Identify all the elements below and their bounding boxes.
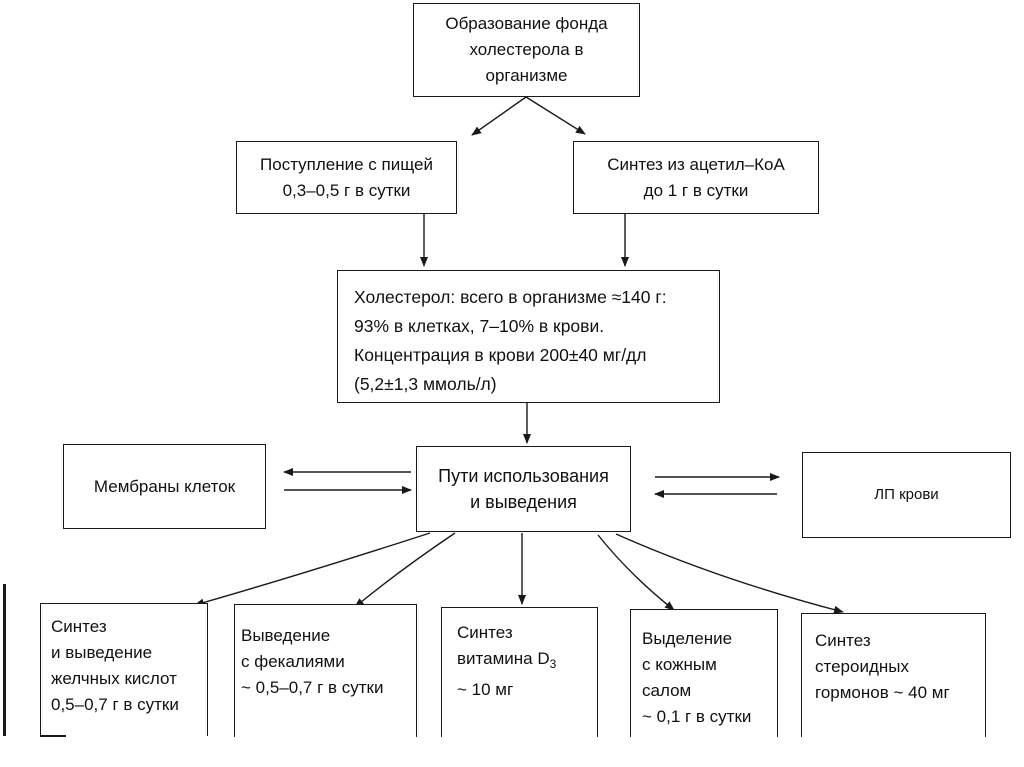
source-line: до 1 г в сутки	[643, 180, 749, 200]
membranes-label: Мембраны клеток	[93, 476, 236, 496]
output-line: ~ 0,1 г в сутки	[642, 707, 752, 726]
output-line: желчных кислот	[51, 669, 177, 688]
output-line: Синтез	[51, 617, 107, 636]
output-line: и выведение	[51, 643, 153, 662]
arrow-hub-to-feces	[354, 532, 456, 608]
output-box-bile-acids: Синтез и выведение желчных кислот 0,5–0,…	[40, 603, 208, 736]
source-line: Поступление с пищей	[260, 154, 433, 174]
arrow-hub-to-steroids	[615, 533, 844, 614]
pool-line: 93% в клетках, 7–10% в крови.	[354, 316, 605, 336]
output-box-feces: Выведение с фекалиями ~ 0,5–0,7 г в сутк…	[234, 604, 417, 737]
title-line: Образование фонда	[445, 14, 608, 33]
output-line: ~ 0,5–0,7 г в сутки	[241, 678, 384, 697]
source-box-synthesis: Синтез из ацетил–КоА до 1 г в сутки	[573, 141, 819, 214]
output-line: Выделение	[642, 629, 733, 648]
output-line: 0,5–0,7 г в сутки	[51, 695, 179, 714]
output-line: Синтез	[457, 623, 513, 642]
source-line: Синтез из ацетил–КоА	[607, 154, 785, 174]
output-line: салом	[642, 681, 692, 700]
output-line: витамина D3	[457, 646, 597, 677]
title-box: Образование фонда холестерола в организм…	[413, 3, 640, 97]
hub-line: Пути использования	[438, 466, 609, 486]
output-box-vitamin-d3: Синтез витамина D3 ~ 10 мг	[441, 607, 598, 737]
pool-line: (5,2±1,3 ммоль/л)	[354, 374, 497, 394]
frame-tick-mark	[40, 735, 66, 737]
output-box-steroids: Синтез стероидных гормонов ~ 40 мг	[801, 613, 986, 737]
vitamin-label: витамина D	[457, 649, 550, 668]
blood-lp-label: ЛП крови	[874, 486, 939, 503]
hub-line: и выведения	[470, 492, 577, 512]
utilization-hub-box: Пути использования и выведения	[416, 446, 631, 532]
output-line: с кожным	[642, 655, 717, 674]
source-box-diet: Поступление с пищей 0,3–0,5 г в сутки	[236, 141, 457, 214]
cholesterol-pool-box: Холестерол: всего в организме ≈140 г: 93…	[337, 270, 720, 403]
membranes-box: Мембраны клеток	[63, 444, 266, 529]
pool-line: Холестерол: всего в организме ≈140 г:	[354, 287, 667, 307]
vitamin-subscript: 3	[549, 657, 557, 671]
arrow-hub-to-sebum	[597, 534, 675, 611]
output-box-sebum: Выделение с кожным салом ~ 0,1 г в сутки	[630, 609, 778, 737]
output-line: гормонов ~ 40 мг	[815, 683, 950, 702]
source-line: 0,3–0,5 г в сутки	[282, 180, 411, 200]
arrow-title-to-synthesis	[525, 96, 586, 135]
pool-line: Концентрация в крови 200±40 мг/дл	[354, 345, 647, 365]
arrow-title-to-diet	[471, 96, 527, 136]
output-line: Синтез	[815, 631, 871, 650]
output-line: с фекалиями	[241, 652, 345, 671]
page-frame-edge	[3, 584, 6, 736]
output-line: Выведение	[241, 626, 331, 645]
arrow-hub-to-bile-acids	[194, 532, 431, 607]
blood-lp-box: ЛП крови	[802, 452, 1011, 538]
title-line: организме	[485, 66, 568, 85]
output-line: ~ 10 мг	[457, 680, 514, 699]
output-line: стероидных	[815, 657, 909, 676]
title-line: холестерола в	[469, 40, 584, 59]
